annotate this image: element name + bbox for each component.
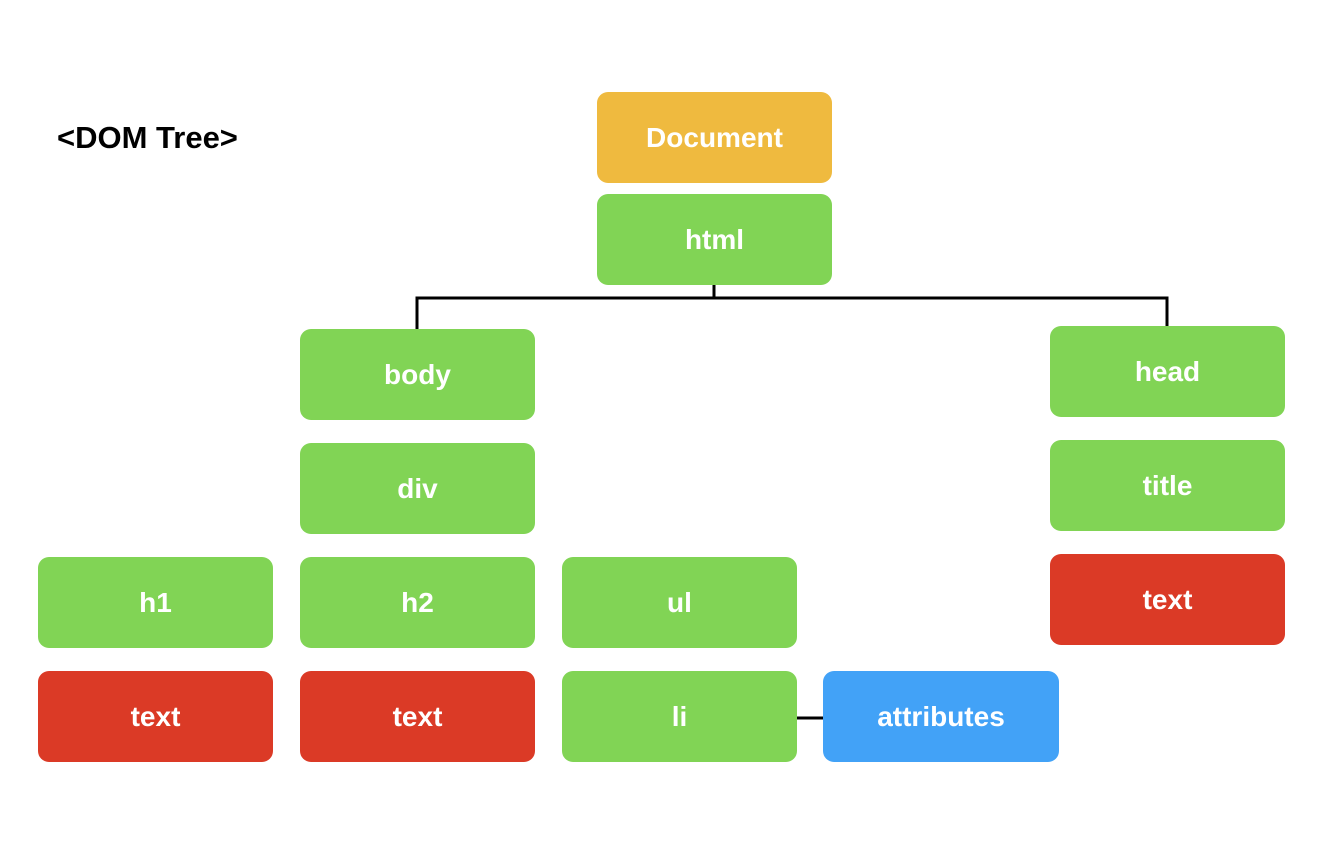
node-text-h1: text [38, 671, 273, 762]
connector-html-body-head [415, 285, 1169, 329]
node-text-title: text [1050, 554, 1285, 645]
node-text-h2: text [300, 671, 535, 762]
diagram-title: <DOM Tree> [57, 120, 238, 155]
node-document: Document [597, 92, 832, 183]
node-body: body [300, 329, 535, 420]
node-ul: ul [562, 557, 797, 648]
node-h2: h2 [300, 557, 535, 648]
node-html: html [597, 194, 832, 285]
node-h1: h1 [38, 557, 273, 648]
node-div: div [300, 443, 535, 534]
node-li: li [562, 671, 797, 762]
node-attributes: attributes [823, 671, 1059, 762]
node-head: head [1050, 326, 1285, 417]
node-title: title [1050, 440, 1285, 531]
